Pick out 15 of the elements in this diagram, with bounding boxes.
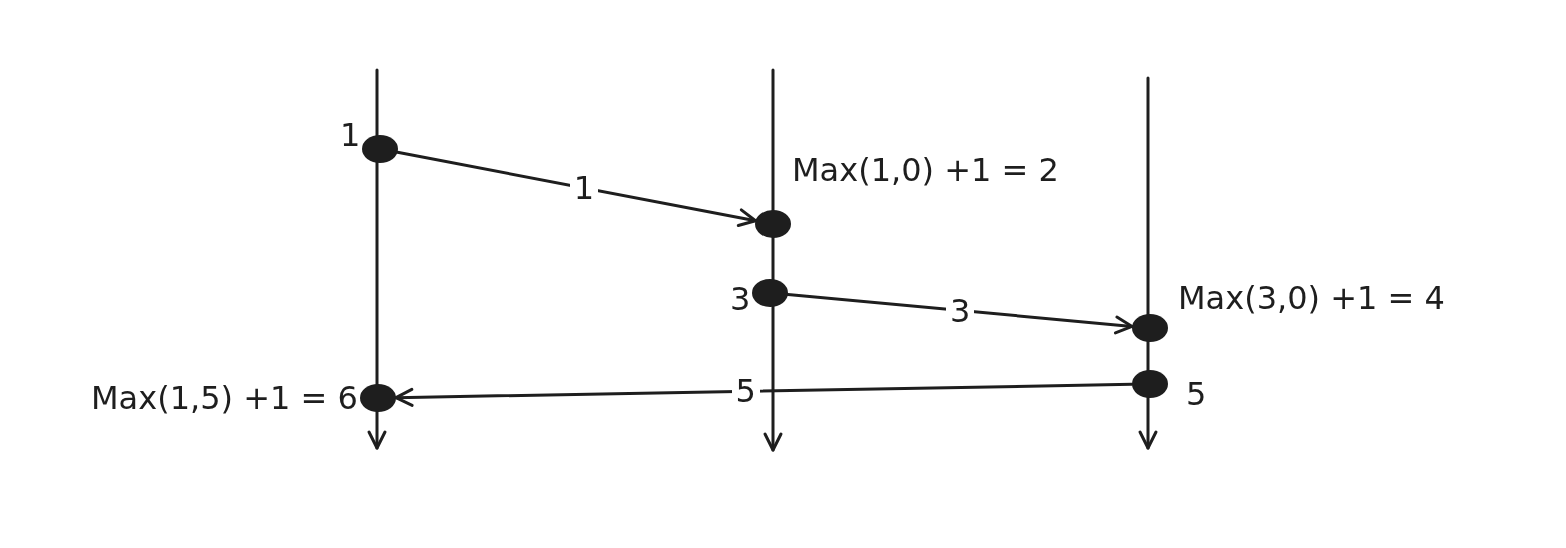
timestamp-label: Max(3,0) +1 = 4	[1178, 279, 1445, 317]
timestamp-label: 3	[730, 280, 751, 318]
timestamp-label: 1	[340, 116, 361, 154]
message-arrow	[394, 382, 1134, 407]
event-dot	[360, 384, 396, 412]
event-dot	[752, 279, 788, 307]
message-arrow	[786, 293, 1134, 335]
message-arrow	[396, 150, 757, 228]
timestamp-label: Max(1,0) +1 = 2	[792, 151, 1059, 189]
event-dot	[755, 210, 791, 238]
event-dot	[362, 135, 398, 163]
event-dot	[1132, 370, 1168, 398]
timestamp-label: Max(1,5) +1 = 6	[91, 379, 358, 417]
event-dot	[1132, 314, 1168, 342]
timestamp-label: 5	[1186, 375, 1207, 413]
